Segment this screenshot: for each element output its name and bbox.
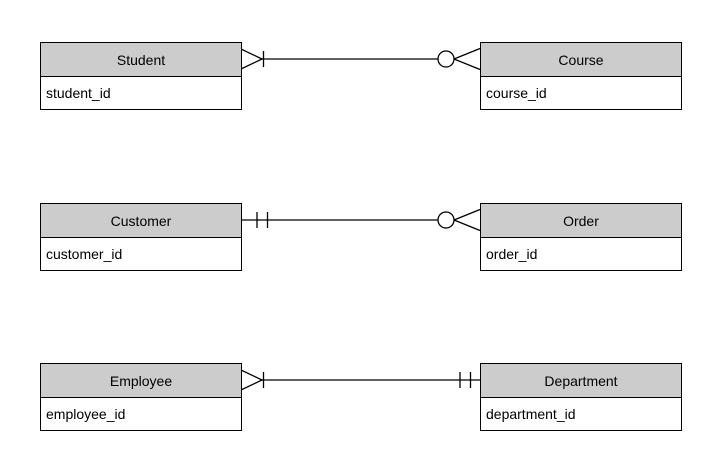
cardinality-exactly-one-icon — [256, 212, 269, 228]
entity-course[interactable]: Course course_id — [480, 42, 682, 110]
entity-customer[interactable]: Customer customer_id — [40, 203, 242, 271]
entity-attribute: customer_id — [46, 246, 123, 262]
connector-employee-department[interactable] — [240, 369, 480, 391]
cardinality-zero-or-many-icon — [437, 208, 481, 232]
entity-title: Course — [481, 43, 681, 77]
cardinality-one-or-many-icon — [240, 369, 265, 391]
entity-order[interactable]: Order order_id — [480, 203, 682, 271]
entity-attribute: order_id — [486, 246, 538, 262]
connector-customer-order[interactable] — [241, 208, 481, 232]
entity-attribute: department_id — [486, 406, 576, 422]
entity-title: Employee — [41, 364, 241, 398]
entity-title: Customer — [41, 204, 241, 238]
entity-employee[interactable]: Employee employee_id — [40, 363, 242, 431]
entity-department[interactable]: Department department_id — [480, 363, 682, 431]
cardinality-exactly-one-icon — [459, 372, 472, 388]
cardinality-zero-or-many-icon — [437, 47, 481, 71]
entity-title: Order — [481, 204, 681, 238]
entity-student[interactable]: Student student_id — [40, 42, 242, 110]
entity-title: Student — [41, 43, 241, 77]
entity-attribute: student_id — [46, 85, 111, 101]
entity-attribute: course_id — [486, 85, 547, 101]
entity-title: Department — [481, 364, 681, 398]
connector-student-course[interactable] — [240, 47, 481, 71]
cardinality-one-or-many-icon — [240, 48, 265, 70]
entity-attribute: employee_id — [46, 406, 126, 422]
